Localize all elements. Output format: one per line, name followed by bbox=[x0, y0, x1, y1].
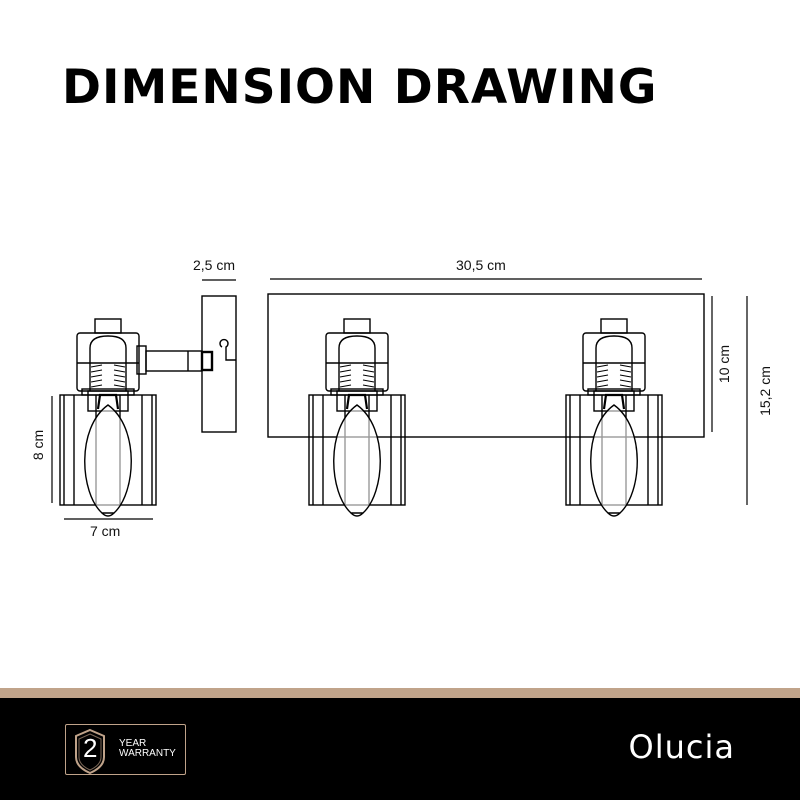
shield-icon bbox=[75, 728, 105, 775]
front-lamp-right bbox=[564, 317, 664, 518]
width-label: 30,5 cm bbox=[456, 257, 506, 273]
front-lamp-left bbox=[307, 317, 407, 518]
warranty-line2: WARRANTY bbox=[119, 748, 176, 759]
side-lamp bbox=[58, 317, 158, 518]
side-backplate bbox=[201, 295, 237, 433]
depth-label: 2,5 cm bbox=[193, 257, 236, 273]
front-backplate bbox=[267, 293, 705, 438]
shade-width-label: 7 cm bbox=[90, 523, 121, 539]
plate-height-label: 10 cm bbox=[716, 344, 732, 384]
warranty-number: 2 bbox=[83, 733, 98, 763]
total-height-label: 15,2 cm bbox=[757, 366, 773, 416]
side-arm bbox=[136, 345, 214, 375]
brand-logo: Olucia bbox=[628, 728, 735, 766]
shade-height-label: 8 cm bbox=[30, 429, 46, 461]
footer bbox=[0, 698, 800, 800]
warranty-line1: YEAR bbox=[119, 738, 147, 749]
warranty-badge: 2 YEAR WARRANTY bbox=[65, 724, 186, 775]
page-title: DIMENSION DRAWING bbox=[62, 60, 658, 115]
side-view bbox=[58, 295, 237, 518]
accent-band bbox=[0, 688, 800, 698]
dimension-lines bbox=[51, 278, 748, 520]
front-view bbox=[267, 293, 705, 518]
